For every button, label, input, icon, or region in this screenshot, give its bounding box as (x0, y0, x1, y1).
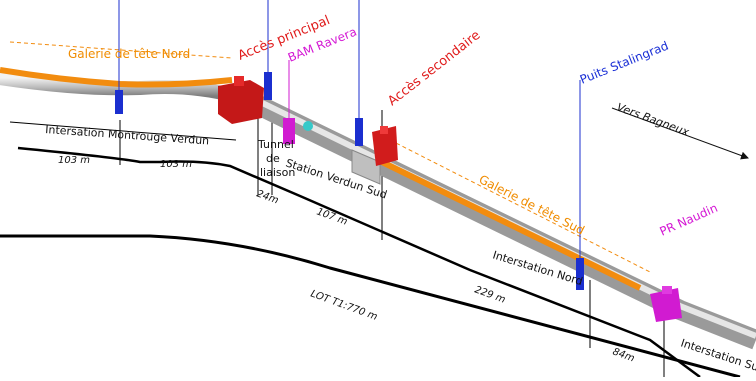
bam-ravera-structure (283, 60, 295, 144)
dim-103-right: 103 m (160, 159, 192, 170)
station-box (351, 149, 381, 185)
shaft-acces (264, 0, 272, 100)
label-acces-secondaire: Accès secondaire (385, 28, 483, 109)
label-pr-naudin: PR Naudin (658, 201, 720, 239)
dimension-line-upper (17, 146, 701, 379)
label-puits-stalingrad: Puits Stalingrad (578, 39, 671, 87)
label-tunnel-line3: liaison (260, 166, 295, 179)
acces-secondaire-structure (372, 126, 398, 166)
label-tunnel-line2: de (266, 152, 280, 165)
vers-bagneux-arrow (611, 107, 749, 160)
galerie-sud-pipe (380, 159, 642, 291)
shaft-station (355, 0, 363, 146)
acces-principal-structure (218, 76, 264, 124)
leader-intersation (9, 121, 237, 141)
dim-lot-t1: LOT T1:770 m (309, 288, 379, 322)
galerie-nord-pipe (0, 67, 233, 88)
shaft-left (115, 0, 123, 114)
pr-naudin-structure (650, 286, 682, 322)
label-intersation-montrouge: Intersation Montrouge Verdun (45, 123, 210, 147)
leader-galerie-nord (9, 41, 233, 59)
dimension-line-lower (0, 234, 741, 379)
label-tunnel-line1: Tunnel (257, 138, 294, 151)
cyan-marker (303, 121, 313, 131)
shaft-stalingrad (576, 80, 584, 290)
dim-24: 24m (255, 188, 280, 206)
label-galerie-nord: Galerie de tête Nord (68, 47, 190, 61)
label-vers-bagneux: Vers Bagneux (615, 101, 691, 139)
tunnel-tube-north (0, 71, 242, 103)
dim-229: 229 m (473, 284, 507, 305)
dim-103-left: 103 m (58, 155, 90, 166)
